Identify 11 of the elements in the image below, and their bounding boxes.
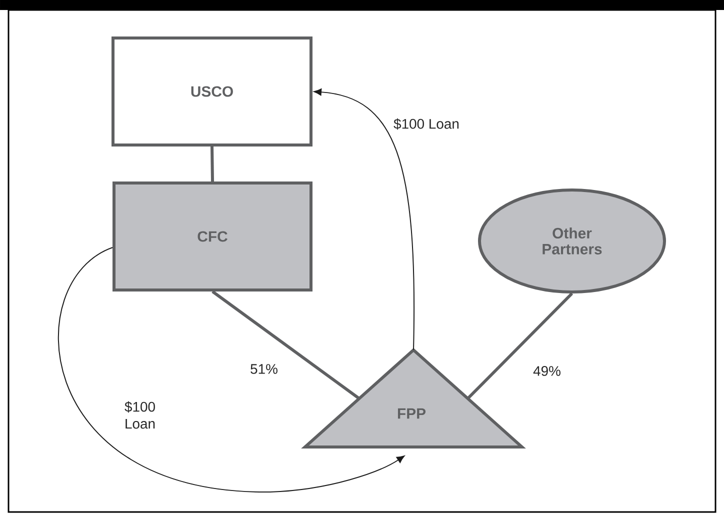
edge-label: $100 Loan	[124, 401, 155, 429]
entity-box: USCO	[112, 36, 312, 146]
arrow	[314, 88, 415, 350]
entity-box: CFC	[112, 182, 312, 292]
edge-label: $100 Loan	[394, 118, 459, 130]
connector-line	[466, 292, 574, 400]
edge-label: 51%	[250, 364, 278, 374]
connector-line	[210, 146, 214, 182]
connector-line	[212, 290, 360, 400]
edge-label: 49%	[533, 366, 560, 376]
arrow	[58, 247, 405, 492]
